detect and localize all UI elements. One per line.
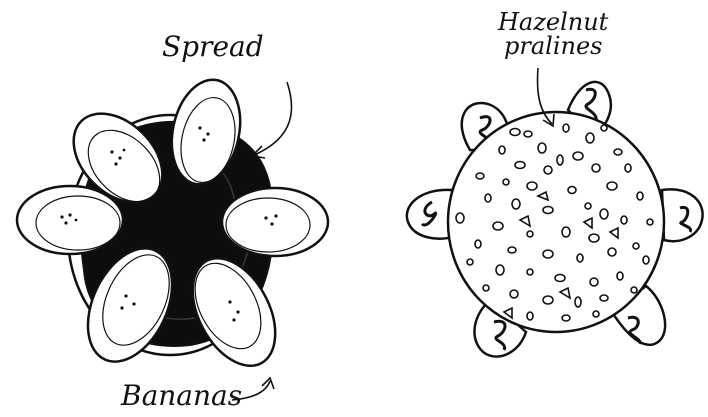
banana-slice — [17, 186, 123, 254]
hazelnut-label-line2: pralines — [504, 32, 602, 60]
petal — [662, 189, 703, 241]
spread-arrow — [252, 82, 292, 156]
spread-and-bananas-drawing — [17, 73, 328, 379]
praline-crepe — [448, 112, 664, 332]
banana-slice — [222, 188, 328, 256]
bananas-label: Bananas — [120, 379, 242, 412]
praline-crepe-drawing — [407, 82, 703, 357]
spread-label: Spread — [162, 30, 264, 63]
